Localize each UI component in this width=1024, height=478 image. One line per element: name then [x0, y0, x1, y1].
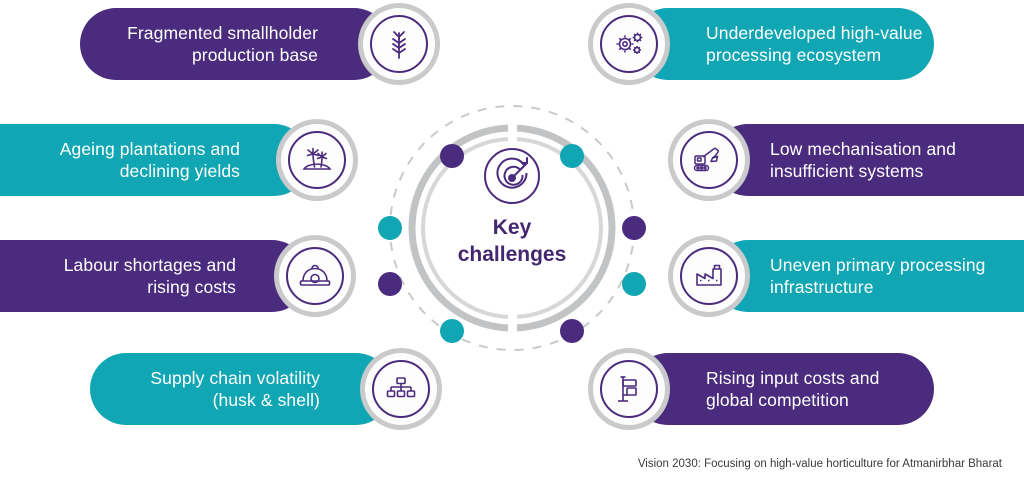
challenge-pill-labour-shortages-and-rising-costs[interactable]: Labour shortages and rising costs [0, 240, 308, 312]
challenge-icon-wheat [358, 3, 440, 85]
challenge-label: Supply chain volatility (husk & shell) [150, 368, 320, 410]
orbit-dot-6 [622, 272, 646, 296]
orbit-dot-4 [622, 216, 646, 240]
center-target-icon-wrapper [482, 146, 542, 206]
challenge-label: Fragmented smallholder production base [127, 23, 318, 65]
badge-inner-disc [281, 124, 353, 196]
orbit-dot-5 [378, 272, 402, 296]
orbit-dot-1 [440, 144, 464, 168]
ring-gap-top [508, 116, 517, 142]
orbit-dot-7 [440, 319, 464, 343]
ring-outer-arcs [408, 124, 616, 332]
badge-inner-disc [673, 240, 745, 312]
badge-ring [286, 247, 344, 305]
badge-inner-disc [593, 8, 665, 80]
ring-inner-arcs [420, 137, 604, 319]
badge-ring [372, 360, 430, 418]
ring-gap-bottom [508, 314, 517, 340]
challenge-icon-palm-tree [276, 119, 358, 201]
challenge-pill-low-mechanisation-and-insufficient-systems[interactable]: Low mechanisation and insufficient syste… [712, 124, 1024, 196]
challenge-label: Ageing plantations and declining yields [59, 139, 240, 181]
challenge-pill-rising-input-costs-and-global-competition[interactable]: Rising input costs and global competitio… [632, 353, 934, 425]
challenge-label: Labour shortages and rising costs [63, 255, 236, 297]
challenge-label: Rising input costs and global competitio… [706, 368, 880, 410]
excavator-icon [693, 147, 720, 172]
palm-tree-icon [302, 147, 332, 170]
challenge-icon-price-tag-stand [588, 348, 670, 430]
challenge-label: Low mechanisation and insufficient syste… [770, 139, 956, 181]
badge-inner-disc [673, 124, 745, 196]
badge-inner-disc [279, 240, 351, 312]
badge-ring [680, 247, 738, 305]
center-hub: Key challenges [372, 88, 652, 368]
challenge-pill-underdeveloped-high-value-processing-ecosystem[interactable]: Underdeveloped high-value processing eco… [632, 8, 934, 80]
badge-inner-disc [593, 353, 665, 425]
challenge-icon-hierarchy [360, 348, 442, 430]
center-title: Key challenges [457, 216, 567, 266]
challenge-pill-ageing-plantations-and-declining-yields[interactable]: Ageing plantations and declining yields [0, 124, 310, 196]
badge-inner-disc [365, 353, 437, 425]
challenge-icon-excavator [668, 119, 750, 201]
orbit-dot-3 [378, 216, 402, 240]
challenge-icon-factory [668, 235, 750, 317]
gears-icon [616, 32, 643, 54]
challenge-label: Underdeveloped high-value processing eco… [706, 23, 923, 65]
footer-caption: Vision 2030: Focusing on high-value hort… [637, 458, 1002, 470]
hub-rings [378, 105, 646, 351]
factory-icon [696, 264, 722, 286]
challenge-icon-gears [588, 3, 670, 85]
target-arrow-icon [484, 148, 540, 204]
challenge-label: Uneven primary processing infrastructure [770, 255, 986, 297]
badge-ring [370, 15, 428, 73]
challenge-icon-hard-hat [274, 235, 356, 317]
badge-ring [600, 360, 658, 418]
hard-hat-icon [299, 264, 331, 286]
orbit-dot-8 [560, 319, 584, 343]
badge-ring [288, 131, 346, 189]
badge-inner-disc [363, 8, 435, 80]
challenge-pill-fragmented-smallholder-production-base[interactable]: Fragmented smallholder production base [80, 8, 390, 80]
badge-ring [680, 131, 738, 189]
wheat-icon [392, 31, 406, 59]
badge-ring [600, 15, 658, 73]
challenge-pill-supply-chain-volatility-husk-and-shell[interactable]: Supply chain volatility (husk & shell) [90, 353, 392, 425]
challenge-pill-uneven-primary-processing-infrastructure[interactable]: Uneven primary processing infrastructure [712, 240, 1024, 312]
hierarchy-icon [386, 377, 416, 398]
orbit-dot-2 [560, 144, 584, 168]
price-tag-stand-icon [618, 376, 637, 402]
